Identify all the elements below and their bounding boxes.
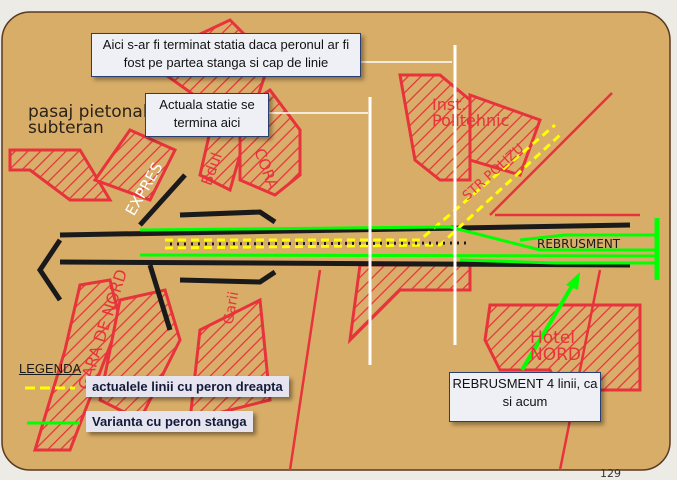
marker-lines: [268, 45, 457, 365]
callout-left-platform: Aici s-ar fi terminat statia daca peronu…: [91, 33, 361, 77]
label-inst: Inst. Politehnic: [432, 95, 510, 130]
legend-item-yellow: actualele linii cu peron dreapta: [86, 376, 289, 397]
callout-rebrusment: REBRUSMENT 4 linii, ca si acum: [449, 372, 601, 422]
label-hotel: Hotel NORD: [530, 328, 581, 365]
green-lines: [139, 218, 660, 372]
page-number: 129: [600, 467, 621, 480]
callout-current-end: Actuala statie se termina aici: [145, 93, 269, 137]
station-outline: [36, 173, 631, 331]
label-rebrusment: REBRUSMENT: [537, 237, 621, 251]
legend-item-green: Varianta cu peron stanga: [86, 411, 253, 432]
label-pasaj: pasaj pietonal subteran: [28, 102, 148, 138]
legend-title: LEGENDA: [19, 361, 82, 376]
yellow-lines: [164, 123, 562, 250]
